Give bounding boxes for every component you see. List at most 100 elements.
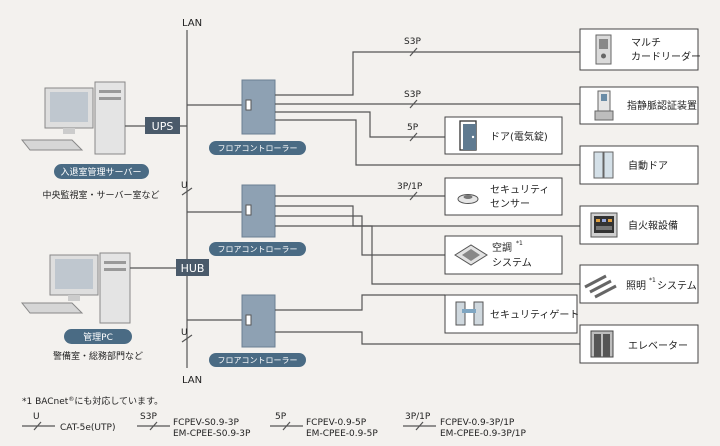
wire-lighting (275, 225, 580, 285)
controller-pill (209, 353, 306, 367)
legend-desc-2: EM-CPEE-0.9-3P/1P (440, 429, 527, 439)
cable-tag-u2: U (181, 328, 188, 338)
device-label: ドア(電気錠) (490, 130, 548, 143)
device-box (444, 294, 578, 334)
device-box (444, 177, 563, 216)
cable-tag-s3p-2: S3P (404, 90, 421, 100)
legend-code: 5P (275, 412, 287, 422)
controller-pill (209, 242, 306, 256)
legend-desc-2: EM-CPEE-S0.9-3P (173, 429, 251, 439)
device-label: 自火報設備 (628, 219, 678, 232)
cable-tick (409, 47, 418, 57)
footnote-reg: ® (68, 396, 74, 403)
ups-label: UPS (152, 120, 174, 133)
cable-tag-u1: U (181, 181, 188, 191)
legend-item-5p: 5P FCPEV-0.9-5P EM-CPEE-0.9-5P (270, 412, 378, 439)
legend-desc-2: EM-CPEE-0.9-5P (306, 429, 378, 439)
controller-port (245, 204, 252, 216)
fire-alarm-icon (590, 212, 618, 238)
lan-bus: LAN LAN U U (181, 18, 202, 386)
ups-tag (145, 117, 180, 134)
elevator-icon (590, 330, 614, 358)
floor-controller-2: フロアコントローラー 3P/1P (187, 182, 580, 285)
pc-name-pill (64, 329, 132, 344)
footnote-suffix: にも対応しています。 (74, 395, 163, 407)
footnote-text: *1 BACnet®にも対応しています。 (22, 395, 163, 407)
legend-item-3p1p: 3P/1P FCPEV-0.9-3P/1P EM-CPEE-0.9-3P/1P (403, 412, 527, 439)
lan-top-label: LAN (182, 18, 202, 29)
server-name-pill (54, 164, 149, 179)
cable-tick (409, 191, 418, 201)
device-door: ドア(電気錠) (444, 116, 563, 155)
pc-location: 警備室・総務部門など (53, 350, 143, 362)
device-label-line2: システム (492, 257, 532, 269)
wire-auto-door (275, 119, 580, 166)
device-label-line1: セキュリティ (490, 184, 549, 196)
device-gate: セキュリティゲート (444, 294, 579, 334)
hub-label: HUB (181, 262, 205, 275)
cable-tick (409, 99, 418, 109)
device-label-line2: カードリーダー (631, 50, 701, 63)
legend-tick (33, 421, 42, 431)
cable-tick (181, 187, 193, 196)
wire-card-reader (275, 51, 580, 96)
footnote-prefix: *1 BACnet (22, 397, 69, 407)
wire-gate (275, 294, 445, 311)
device-label-line1: マルチ (631, 37, 661, 49)
cable-tick (409, 132, 418, 142)
card-reader-icon (595, 34, 612, 65)
device-hvac: 空調 *1 システム (444, 235, 563, 275)
wire-door (275, 111, 445, 138)
server-computer-icon (20, 81, 126, 155)
device-label: 自動ドア (628, 159, 668, 172)
pc-name: 管理PC (83, 331, 113, 343)
legend-item-u: U CAT-5e(UTP) (22, 412, 115, 433)
device-lighting: 照明 *1 システム (579, 264, 699, 304)
wire-hvac (275, 215, 445, 256)
cable-tick (181, 334, 193, 343)
device-box (579, 264, 699, 304)
server-name: 入退室管理サーバー (61, 166, 142, 178)
device-finger-vein: 指静脈認証装置 (579, 86, 699, 125)
controller-label: フロアコントローラー (218, 144, 298, 153)
cable-tag-5p: 5P (407, 123, 419, 133)
device-label: エレベーター (628, 340, 688, 352)
lan-bottom-label: LAN (182, 375, 202, 386)
floor-controller-3: フロアコントローラー (187, 294, 580, 367)
floor-controller-1: フロアコントローラー S3P S3P 5P (187, 37, 580, 166)
server-location: 中央監視室・サーバー室など (43, 189, 160, 201)
cable-tag-3p1p: 3P/1P (397, 182, 423, 192)
hvac-icon (454, 244, 488, 266)
device-sensor: セキュリティ センサー (444, 177, 563, 216)
device-label: セキュリティゲート (490, 309, 579, 321)
device-label: 照明 (626, 280, 646, 292)
legend-desc: CAT-5e(UTP) (60, 423, 115, 433)
device-footnote-mark: *1 (516, 240, 523, 247)
legend-tick (415, 421, 424, 431)
cable-tag-s3p-1: S3P (404, 37, 421, 47)
device-label: 指静脈認証装置 (627, 99, 697, 112)
device-footnote-mark: *1 (649, 277, 656, 284)
device-fire-alarm: 自火報設備 (579, 205, 699, 245)
controller-label: フロアコントローラー (218, 356, 298, 365)
legend-code: U (33, 412, 40, 422)
legend: U CAT-5e(UTP) S3P FCPEV-S0.9-3P EM-CPEE-… (22, 412, 527, 439)
legend-tick (282, 421, 291, 431)
device-label-suffix: システム (657, 280, 697, 292)
controller-port (245, 99, 252, 111)
device-card-reader: マルチ カードリーダー (579, 28, 701, 71)
finger-vein-icon (594, 90, 614, 121)
gate-icon (455, 301, 484, 326)
sensor-icon (457, 194, 479, 204)
legend-code: S3P (140, 412, 157, 422)
footnote: *1 BACnet®にも対応しています。 (22, 395, 163, 407)
device-label-line2: センサー (490, 198, 530, 210)
pc-computer-icon (20, 252, 131, 324)
legend-desc-1: FCPEV-0.9-3P/1P (440, 418, 515, 428)
controller-label: フロアコントローラー (218, 245, 298, 254)
device-auto-door: 自動ドア (579, 145, 699, 185)
legend-desc-1: FCPEV-0.9-5P (306, 418, 367, 428)
legend-item-s3p: S3P FCPEV-S0.9-3P EM-CPEE-S0.9-3P (137, 412, 251, 439)
